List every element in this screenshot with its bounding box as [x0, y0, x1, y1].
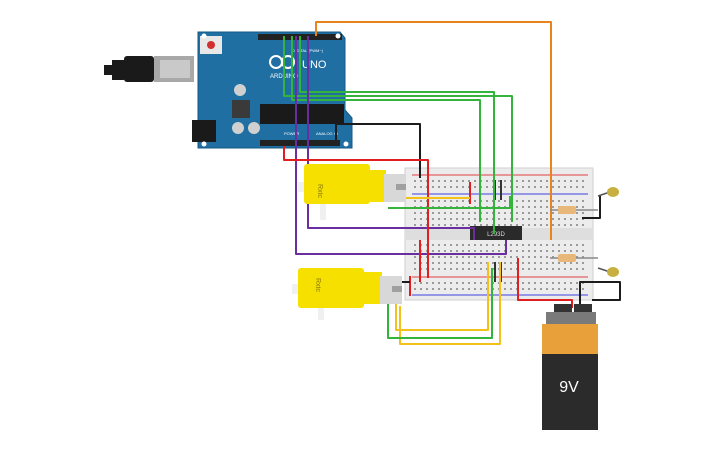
wire-green-4: [388, 196, 511, 209]
battery-label: 9V: [559, 379, 579, 396]
wire-purple-1: [307, 36, 475, 240]
wire-black-3: [582, 196, 601, 219]
wire-purple-2: [295, 36, 507, 255]
wire-orange: [315, 21, 552, 240]
wire-green-1: [299, 36, 495, 234]
arduino-analog-label: ANALOG IN: [316, 131, 338, 136]
arduino-uno-board[interactable]: ARDUINO UNO DIGITAL (PWM~) POWER ANALOG …: [192, 31, 353, 149]
wire-yellow-3: [399, 262, 501, 345]
power-jack: [192, 120, 216, 142]
dc-motor-top-label: Rxtc: [316, 184, 323, 199]
dc-motor-top[interactable]: Rxtc: [298, 164, 406, 220]
usb-cable: [104, 56, 194, 82]
motor-driver-chip-label: L293D: [487, 232, 505, 238]
wire-green-2: [291, 36, 481, 222]
dc-motor-bottom-label: Rxtc: [314, 278, 321, 293]
wire-black-1: [335, 123, 421, 178]
battery-9v[interactable]: 9V: [542, 304, 598, 430]
resistor-bottom: [550, 254, 598, 262]
arduino-power-label: POWER: [284, 131, 299, 136]
wire-black-2: [579, 281, 621, 308]
wire-yellow-2: [395, 262, 489, 331]
breadboard[interactable]: L293D: [404, 167, 594, 301]
motor-driver-chip: [470, 226, 522, 240]
resistor-top: [550, 206, 598, 214]
led-bottom: [597, 267, 619, 277]
wire-red-1: [283, 146, 429, 278]
led-top: [597, 187, 619, 197]
power-analog-header: [260, 140, 340, 146]
wire-green-5: [387, 268, 493, 339]
arduino-model-label: UNO: [302, 59, 327, 71]
atmega-chip: [260, 104, 344, 124]
wire-green-3: [283, 36, 513, 222]
dc-motor-bottom[interactable]: Rxtc: [292, 268, 402, 320]
arduino-logo-icon: [269, 55, 295, 69]
